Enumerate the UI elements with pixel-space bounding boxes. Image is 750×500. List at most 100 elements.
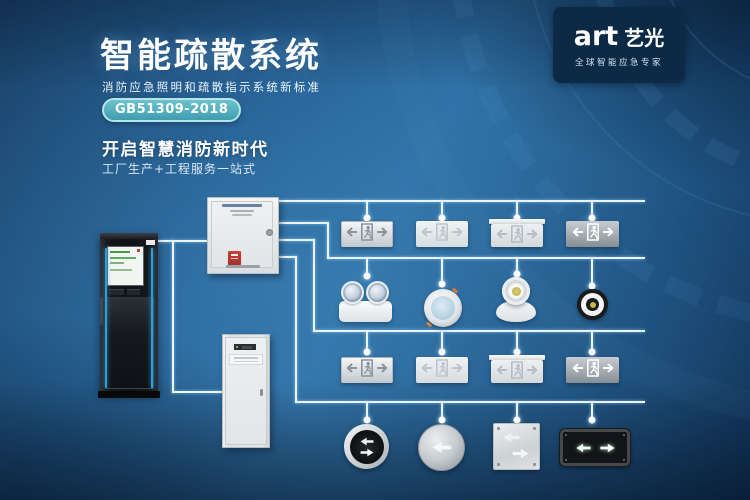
wire-segment: [516, 330, 518, 350]
wire-segment: [516, 257, 518, 272]
right-arrow-icon: [512, 448, 529, 459]
exit-sign-silver: [341, 221, 393, 247]
wire-segment: [363, 272, 371, 280]
wire-segment: [513, 348, 521, 356]
wire-segment: [363, 214, 371, 222]
wire-segment: [363, 348, 371, 356]
exit-sign-flanged: [491, 224, 543, 247]
wire-segment: [366, 257, 368, 274]
exit-sign-dark: [566, 357, 619, 383]
cabinet-led-strip: [105, 248, 107, 388]
wire-segment: [441, 200, 443, 216]
wire-segment: [366, 330, 368, 350]
controller-red-label: [228, 251, 241, 265]
power-cabinet-panel: [229, 354, 263, 365]
wire-segment: [591, 330, 593, 350]
controller-model-text: [222, 204, 262, 207]
screen-status-dot: [137, 249, 140, 252]
left-arrow-icon: [575, 443, 591, 452]
exit-running-man-icon: [569, 221, 617, 247]
cabinet-label: [146, 240, 155, 245]
wire-segment: [588, 282, 596, 290]
wire-segment: [438, 348, 446, 356]
square-buried-plate: [493, 423, 540, 470]
wall-double-arrow-sign: [560, 429, 630, 466]
cabinet-base: [98, 391, 160, 398]
standard-badge: GB51309-2018: [102, 98, 242, 122]
wire-segment: [172, 391, 223, 393]
wire-segment: [438, 280, 446, 288]
round-buried-arrow-light: [344, 424, 389, 469]
wire-segment: [295, 256, 297, 403]
steel-disc-light: [418, 424, 465, 471]
wire-segment: [591, 200, 593, 216]
wire-segment: [158, 240, 207, 242]
power-cabinet-handle: [260, 389, 263, 396]
brand-logo-tagline: 全球智能应急专家: [574, 57, 663, 68]
right-arrow-icon: [599, 443, 615, 452]
brand-logo: art 艺光 全球智能应急专家: [553, 7, 685, 83]
cabinet-button-panel: [127, 289, 140, 295]
brand-logo-en: art: [573, 20, 619, 52]
wire-segment: [516, 401, 518, 418]
wire-segment: [313, 330, 645, 332]
exit-running-man-icon: [493, 359, 541, 385]
page-title: 智能疏散系统: [100, 36, 322, 76]
twin-spot-lamp: [341, 281, 364, 304]
wire-segment: [513, 416, 521, 424]
wire-segment: [313, 239, 315, 332]
brand-logo-wordmark: art 艺光: [574, 23, 664, 50]
brand-logo-cn: 艺光: [624, 25, 665, 50]
cabinet-button-panel: [109, 289, 124, 295]
spot-light-base: [496, 301, 536, 322]
wire-segment: [366, 401, 368, 418]
slogan-text: 开启智慧消防新时代: [102, 140, 269, 160]
exit-running-man-icon: [343, 221, 391, 247]
wire-segment: [588, 214, 596, 222]
page-subtitle: 消防应急照明和疏散指示系统新标准: [102, 80, 322, 94]
exit-sign-dark: [566, 221, 619, 247]
wire-segment: [591, 401, 593, 418]
wire-segment: [438, 214, 446, 222]
spot-emergency-light: [502, 277, 530, 305]
wire-segment: [327, 222, 329, 259]
power-indicator-led: [236, 346, 238, 348]
double-arrow-icon: [349, 429, 384, 464]
twin-spot-lamp: [366, 281, 389, 304]
wire-segment: [441, 330, 443, 350]
wire-segment: [588, 416, 596, 424]
exit-sign-silver: [341, 357, 393, 383]
wire-segment: [277, 256, 297, 258]
exit-running-man-icon: [343, 357, 391, 383]
tagline-text: 工厂生产+工程服务一站式: [102, 162, 257, 176]
exit-sign-flanged: [491, 360, 543, 383]
cabinet-led-strip: [151, 248, 153, 388]
wire-segment: [277, 200, 645, 202]
wire-segment: [591, 257, 593, 284]
exit-running-man-icon: [418, 357, 466, 383]
wire-segment: [516, 200, 518, 216]
exit-running-man-icon: [493, 223, 541, 249]
wire-segment: [295, 401, 645, 403]
wire-segment: [441, 401, 443, 418]
left-arrow-icon: [432, 441, 451, 454]
wire-segment: [513, 214, 521, 222]
exit-sign-light: [416, 221, 468, 247]
wire-segment: [327, 257, 645, 259]
wire-segment: [363, 416, 371, 424]
wire-segment: [172, 240, 174, 393]
round-ceiling-light: [577, 289, 608, 320]
controller-lock: [266, 229, 273, 236]
exit-running-man-icon: [569, 357, 617, 383]
exit-running-man-icon: [418, 221, 466, 247]
cabinet-glass-door: [106, 297, 154, 389]
wire-segment: [438, 416, 446, 424]
controller-box-door: [211, 201, 273, 268]
cabinet-top-cap: [100, 233, 158, 239]
wire-segment: [441, 257, 443, 282]
wire-segment: [588, 348, 596, 356]
wire-segment: [277, 239, 315, 241]
cabinet-handle: [100, 297, 103, 325]
wire-segment: [513, 270, 521, 278]
exit-sign-light: [416, 357, 468, 383]
